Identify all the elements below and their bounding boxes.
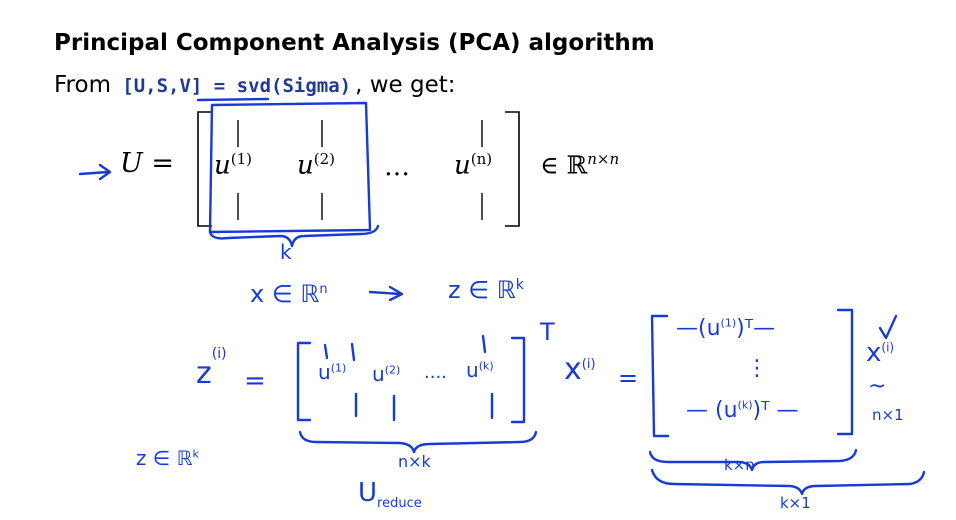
mapping-z-space: z ∈ ℝk (448, 276, 524, 304)
x-equals: = (618, 364, 639, 392)
u-equals: U = (120, 148, 174, 179)
row-first: —(u(1))ᵀ— (676, 316, 776, 341)
row-vdots: ⋮ (746, 356, 768, 381)
ureduce-col-k: u(k) (466, 358, 494, 382)
matrix-col-2: u(2) (297, 150, 335, 181)
k-label: k (280, 240, 292, 264)
transpose-mark: T (540, 318, 555, 346)
mapping-x-space: x ∈ ℝn (250, 280, 328, 308)
intro-prefix: From (54, 72, 111, 98)
nx1-label: n×1 (872, 406, 904, 424)
z-lhs: z(i) (196, 346, 227, 391)
x-right: x(i) (866, 338, 895, 368)
matrix-col-1: u(1) (214, 150, 252, 181)
intro-suffix: , we get: (355, 72, 456, 98)
slide-title: Principal Component Analysis (PCA) algor… (54, 30, 655, 56)
z-in-rk: z ∈ ℝk (136, 446, 199, 470)
ureduce-col-2: u(2) (372, 362, 401, 386)
svd-code: [U,S,V] = svd(Sigma) (122, 75, 352, 97)
kxn-label: k×n (724, 456, 755, 474)
matrix-dots: … (384, 152, 410, 182)
ureduce-col-1: u(1) (318, 360, 347, 384)
intro-line: From [U,S,V] = svd(Sigma), we get: (54, 72, 456, 98)
z-equals: = (244, 366, 266, 396)
ureduce-dots: .... (424, 362, 447, 383)
x-middle: x(i) (564, 352, 596, 387)
nxk-label: n×k (398, 452, 431, 471)
row-last: — (u(k))ᵀ — (686, 398, 799, 423)
matrix-col-n: u(n) (454, 150, 493, 181)
matrix-membership: ∈ ℝn×n (540, 150, 620, 180)
kx1-label: k×1 (780, 494, 811, 512)
tilde-mark: ~ (868, 374, 887, 399)
ureduce-label: Ureduce (358, 478, 422, 512)
